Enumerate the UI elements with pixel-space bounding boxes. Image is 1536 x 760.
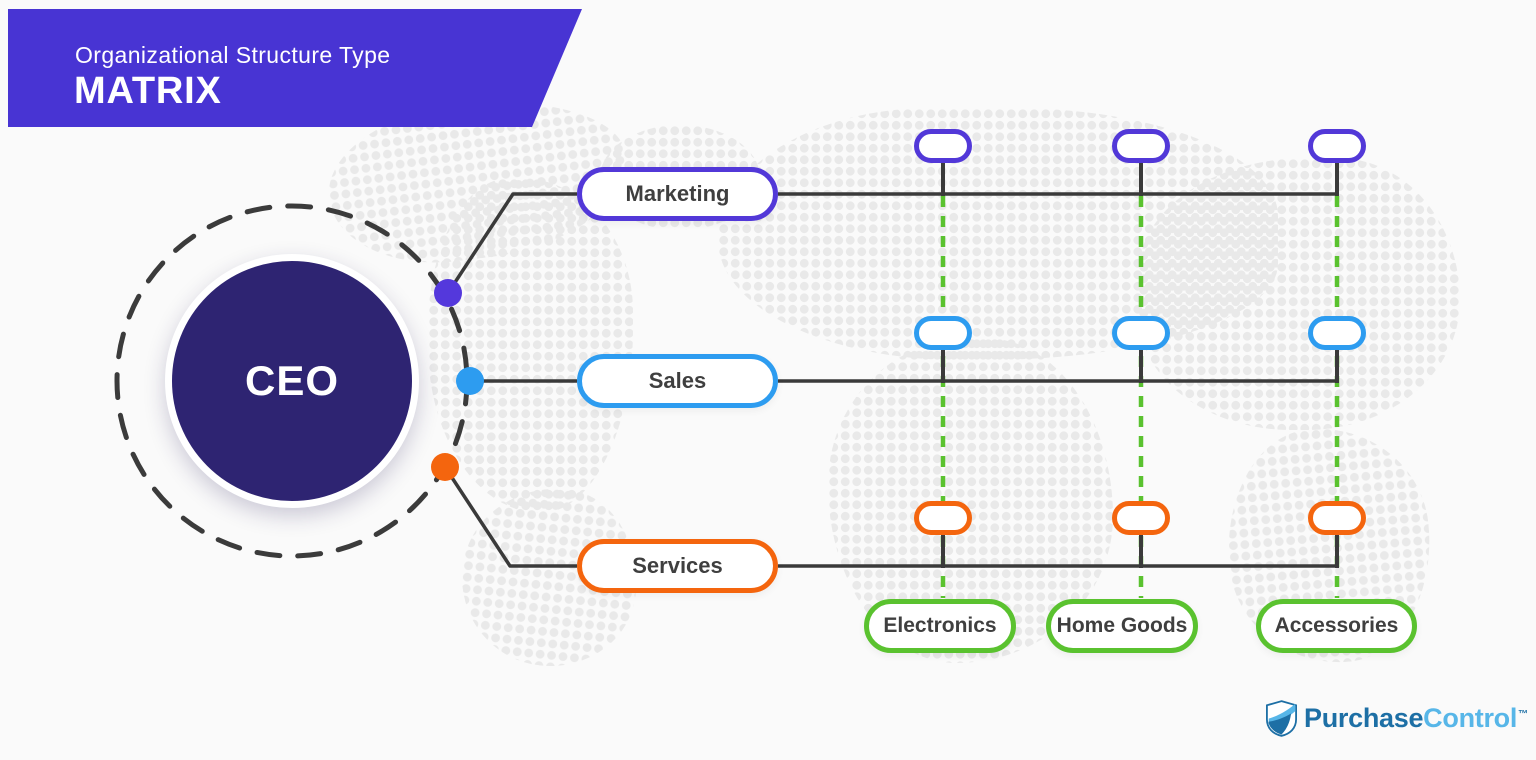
matrix-node-marketing-homegoods	[1112, 129, 1170, 163]
matrix-node-services-electronics	[914, 501, 972, 535]
connector-ceo-marketing	[446, 192, 577, 294]
sales-anchor-dot	[456, 367, 484, 395]
matrix-node-sales-homegoods	[1112, 316, 1170, 350]
department-services: Services	[577, 539, 778, 593]
matrix-node-sales-electronics	[914, 316, 972, 350]
services-anchor-dot	[431, 453, 459, 481]
department-label: Services	[632, 553, 723, 578]
matrix-node-services-homegoods	[1112, 501, 1170, 535]
matrix-node-sales-accessories	[1308, 316, 1366, 350]
department-label: Marketing	[625, 181, 730, 206]
product-label: Home Goods	[1056, 614, 1188, 637]
header-banner: Organizational Structure Type MATRIX	[8, 9, 582, 127]
matrix-node-marketing-accessories	[1308, 129, 1366, 163]
ceo-label: CEO	[244, 357, 339, 404]
purchasecontrol-logo: PurchaseControl™	[1266, 696, 1528, 740]
matrix-node-marketing-electronics	[914, 129, 972, 163]
marketing-anchor-dot	[434, 279, 462, 307]
product-accessories: Accessories	[1256, 599, 1417, 653]
logo-text-purchase: Purchase	[1304, 702, 1424, 733]
logo-wordmark: PurchaseControl™	[1304, 703, 1528, 734]
world-map-dots	[1138, 158, 1460, 430]
ceo-node: CEO	[165, 254, 419, 508]
department-label: Sales	[648, 368, 707, 393]
product-electronics: Electronics	[864, 599, 1016, 653]
matrix-node-services-accessories	[1308, 501, 1366, 535]
page-title: MATRIX	[74, 70, 222, 112]
logo-text-control: Control	[1423, 702, 1518, 733]
world-map-dots	[428, 178, 633, 513]
header-subtitle: Organizational Structure Type	[75, 42, 391, 68]
product-homegoods: Home Goods	[1046, 599, 1198, 653]
product-label: Accessories	[1274, 614, 1399, 637]
department-marketing: Marketing	[577, 167, 778, 221]
connector-ceo-services	[443, 466, 577, 568]
trademark-symbol: ™	[1518, 708, 1528, 720]
shield-icon	[1266, 699, 1297, 737]
product-label: Electronics	[883, 614, 997, 637]
department-sales: Sales	[577, 354, 778, 408]
